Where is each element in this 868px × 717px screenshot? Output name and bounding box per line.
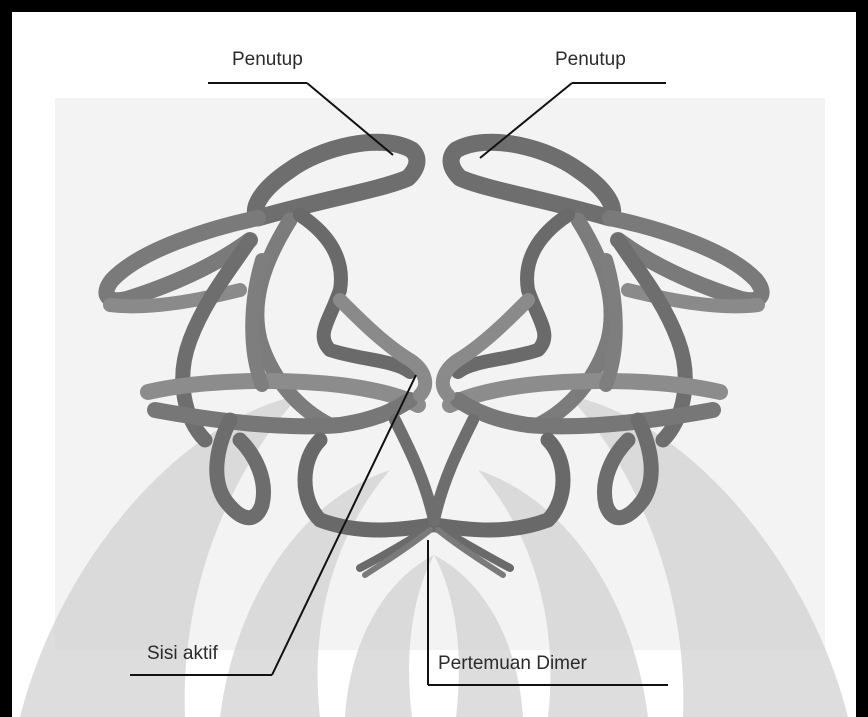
flap-left-label: Penutup [232,50,303,69]
flap-right-label: Penutup [555,50,626,69]
dimer-interface-label: Pertemuan Dimer [438,654,587,673]
active-site-label: Sisi aktif [147,644,218,663]
